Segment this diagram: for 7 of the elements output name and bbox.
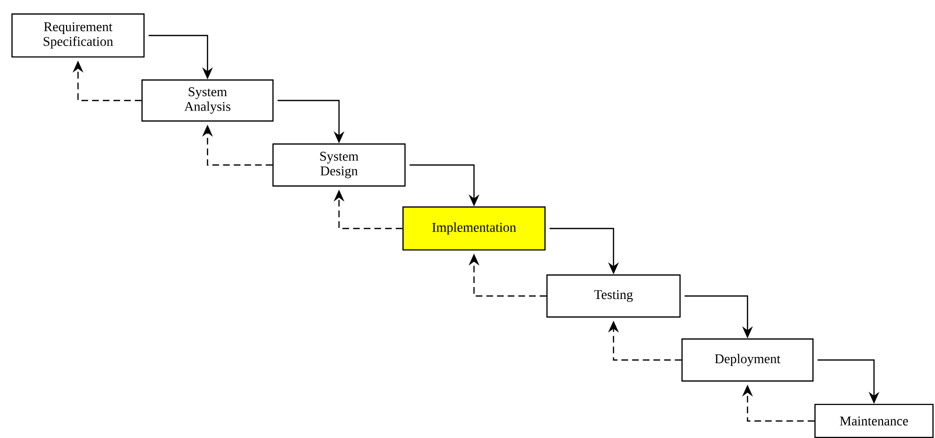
process-box: Requirement Specification [11,13,145,58]
process-box: Maintenance [814,404,934,438]
process-box: System Design [272,143,406,187]
process-box: System Analysis [141,79,274,122]
process-box: Implementation [402,206,546,251]
process-box: Testing [546,274,681,318]
process-box: Deployment [681,338,814,382]
